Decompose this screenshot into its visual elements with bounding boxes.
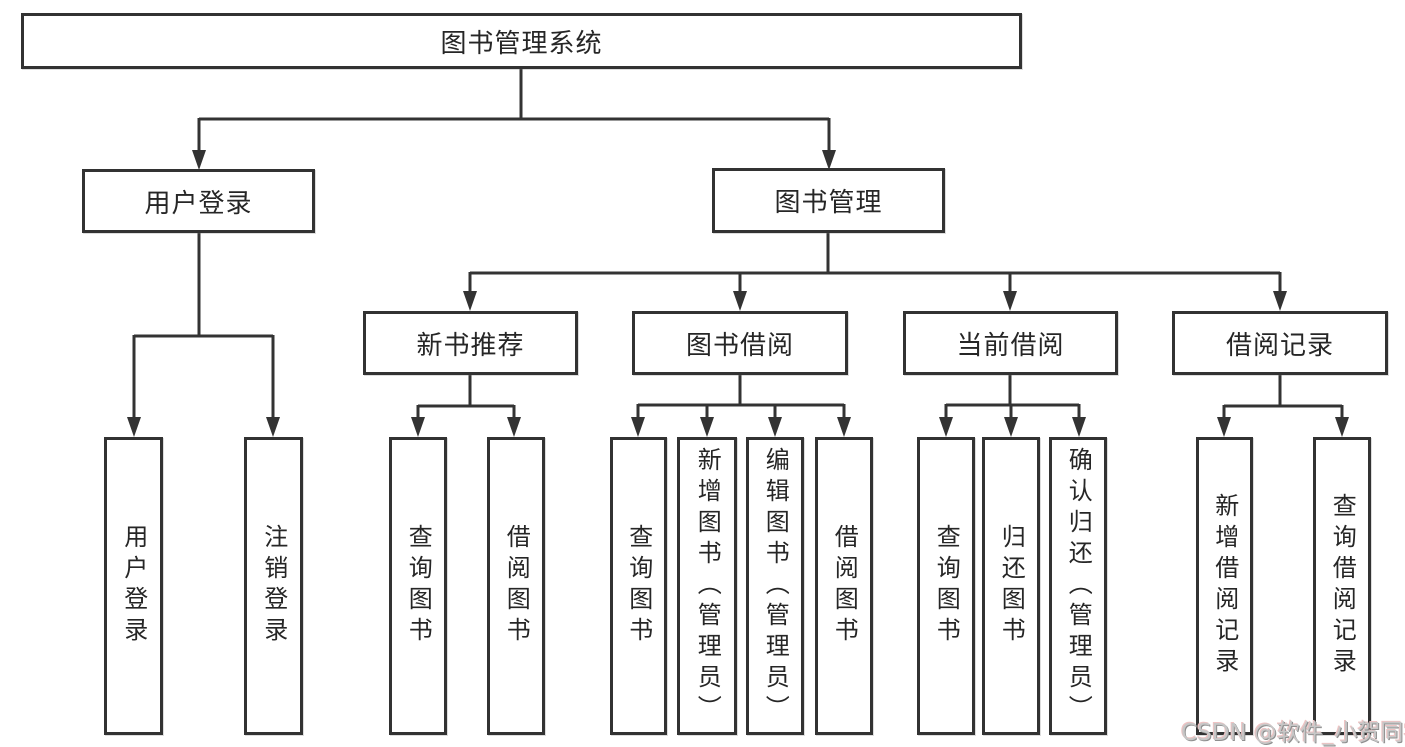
leaf-label: 新增图书（管理员）: [693, 446, 722, 726]
leaf-confirm-return-admin: 确认归还（管理员）: [1049, 437, 1107, 735]
node-book-borrowing: 图书借阅: [632, 311, 848, 375]
node-label: 图书管理: [774, 188, 883, 218]
leaf-logout: 注销登录: [244, 437, 303, 735]
leaf-label: 归还图书: [997, 524, 1026, 648]
leaf-query-books-current: 查询图书: [917, 437, 975, 735]
leaf-borrow-books-borrowing: 借阅图书: [815, 437, 873, 735]
node-label: 用户登录: [144, 188, 253, 219]
leaf-label: 用户登录: [119, 524, 148, 648]
node-borrowing-records: 借阅记录: [1172, 311, 1388, 375]
leaf-label: 编辑图书（管理员）: [761, 446, 790, 726]
node-current-borrowing: 当前借阅: [903, 311, 1118, 375]
leaf-label: 借阅图书: [830, 524, 859, 648]
leaf-user-login: 用户登录: [104, 437, 163, 735]
node-library-management-system: 图书管理系统: [21, 13, 1022, 69]
node-label: 图书管理系统: [440, 28, 603, 59]
csdn-watermark: CSDN @软件_小贺同学: [1181, 720, 1405, 746]
leaf-borrow-books-recommend: 借阅图书: [487, 437, 545, 735]
leaf-label: 注销登录: [259, 524, 288, 648]
node-book-management: 图书管理: [712, 168, 945, 233]
node-label: 当前借阅: [956, 330, 1065, 361]
node-user-login: 用户登录: [82, 169, 315, 233]
node-label: 借阅记录: [1225, 330, 1334, 361]
leaf-label: 查询图书: [624, 524, 653, 648]
leaf-label: 查询图书: [932, 524, 961, 648]
leaf-add-book-admin: 新增图书（管理员）: [677, 437, 737, 735]
leaf-label: 查询借阅记录: [1328, 493, 1357, 679]
leaf-label: 新增借阅记录: [1210, 493, 1239, 679]
leaf-add-borrow-record: 新增借阅记录: [1196, 437, 1253, 735]
leaf-query-borrow-record: 查询借阅记录: [1313, 437, 1371, 735]
node-new-book-recommend: 新书推荐: [363, 311, 578, 375]
node-label: 图书借阅: [685, 330, 794, 361]
leaf-query-books-recommend: 查询图书: [389, 437, 447, 735]
leaf-return-book: 归还图书: [982, 437, 1040, 735]
leaf-label: 查询图书: [404, 524, 433, 648]
leaf-label: 确认归还（管理员）: [1064, 446, 1093, 726]
leaf-query-books-borrowing: 查询图书: [610, 437, 667, 735]
node-label: 新书推荐: [416, 330, 525, 361]
leaf-label: 借阅图书: [502, 524, 531, 648]
leaf-edit-book-admin: 编辑图书（管理员）: [746, 437, 804, 735]
